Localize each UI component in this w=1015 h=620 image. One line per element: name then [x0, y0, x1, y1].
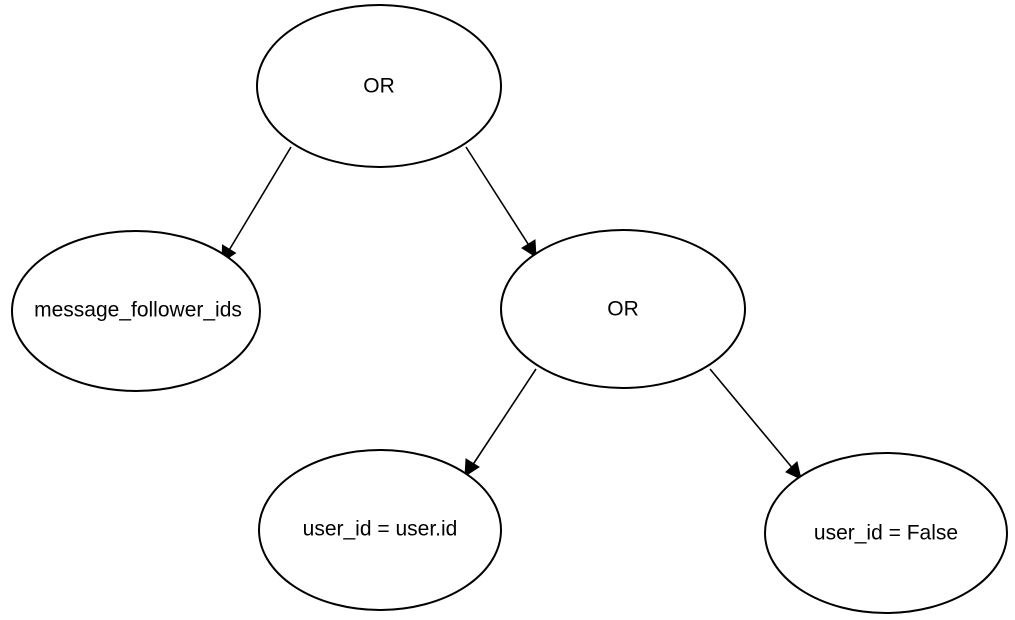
node-child-or-ellipse — [500, 229, 746, 389]
node-user-id-eq-false: user_id = False — [764, 452, 1008, 614]
arrowhead-child-or — [521, 239, 537, 258]
node-root-or-label: OR — [363, 75, 395, 98]
node-message-follower-ids-label: message_follower_ids — [34, 299, 242, 322]
node-message-follower-ids: message_follower_ids — [11, 230, 261, 392]
edges — [221, 146, 802, 480]
node-user-id-eq-user-id: user_id = user.id — [258, 449, 502, 611]
arrowhead-user-id-eq-false — [785, 461, 802, 480]
node-root-or: OR — [256, 4, 502, 168]
arrowhead-user-id-eq-user-id — [464, 458, 480, 477]
node-user-id-eq-user-id-ellipse — [258, 449, 502, 611]
edge-child-or-to-user-id-eq-false — [709, 368, 795, 471]
edge-root-or-to-child-or — [465, 146, 531, 248]
node-root-or-ellipse — [256, 4, 502, 168]
node-child-or: OR — [500, 229, 746, 389]
node-user-id-eq-false-label: user_id = False — [814, 522, 958, 545]
node-message-follower-ids-ellipse — [11, 230, 261, 392]
node-child-or-label: OR — [607, 298, 639, 321]
node-user-id-eq-user-id-label: user_id = user.id — [303, 518, 458, 541]
node-user-id-eq-false-ellipse — [764, 452, 1008, 614]
edge-child-or-to-user-id-eq-user-id — [471, 368, 537, 467]
edge-root-or-to-message-follower-ids — [227, 146, 292, 253]
